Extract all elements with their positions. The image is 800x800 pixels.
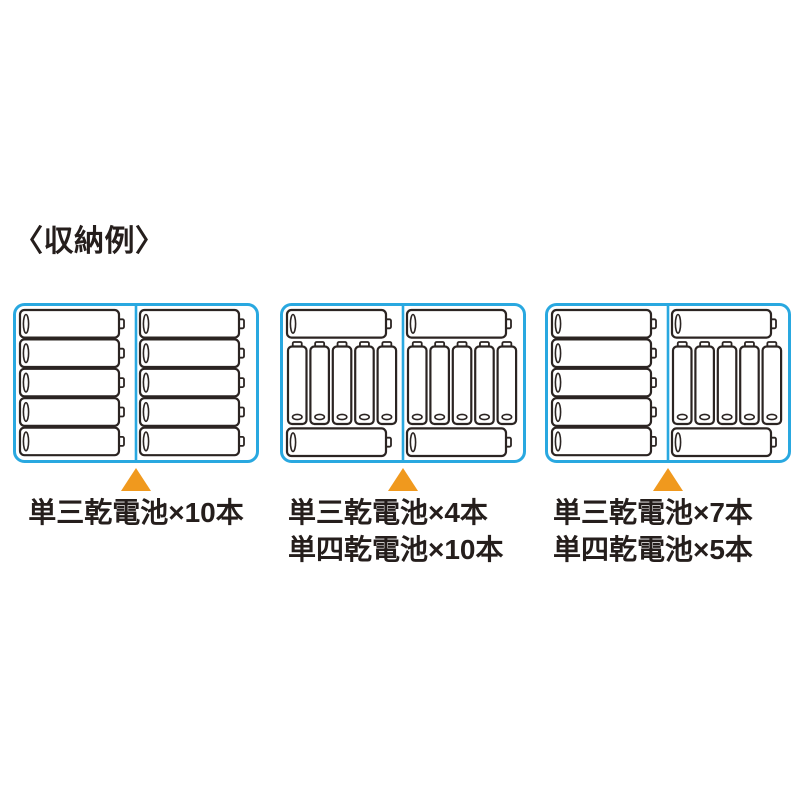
storage-option-2: 単三乾電池×4本 単四乾電池×10本 bbox=[280, 303, 526, 568]
battery-case-illustration-1 bbox=[13, 303, 259, 463]
up-triangle-icon bbox=[121, 468, 151, 491]
up-triangle-icon bbox=[653, 468, 683, 491]
storage-option-1: 単三乾電池×10本 bbox=[13, 303, 259, 531]
battery-count-label-2: 単三乾電池×4本 単四乾電池×10本 bbox=[280, 494, 526, 568]
label-line-2: 単四乾電池×10本 bbox=[288, 534, 504, 565]
up-triangle-icon bbox=[388, 468, 418, 491]
battery-count-label-3: 単三乾電池×7本 単四乾電池×5本 bbox=[545, 494, 791, 568]
label-line-1: 単三乾電池×10本 bbox=[28, 497, 244, 528]
storage-option-3: 単三乾電池×7本 単四乾電池×5本 bbox=[545, 303, 791, 568]
label-line-2: 単四乾電池×5本 bbox=[553, 534, 753, 565]
label-line-1: 単三乾電池×4本 bbox=[288, 497, 488, 528]
section-title: 〈収納例〉 bbox=[13, 225, 166, 258]
battery-case-illustration-2 bbox=[280, 303, 526, 463]
battery-case-illustration-3 bbox=[545, 303, 791, 463]
label-line-1: 単三乾電池×7本 bbox=[553, 497, 753, 528]
battery-count-label-1: 単三乾電池×10本 bbox=[13, 494, 259, 531]
